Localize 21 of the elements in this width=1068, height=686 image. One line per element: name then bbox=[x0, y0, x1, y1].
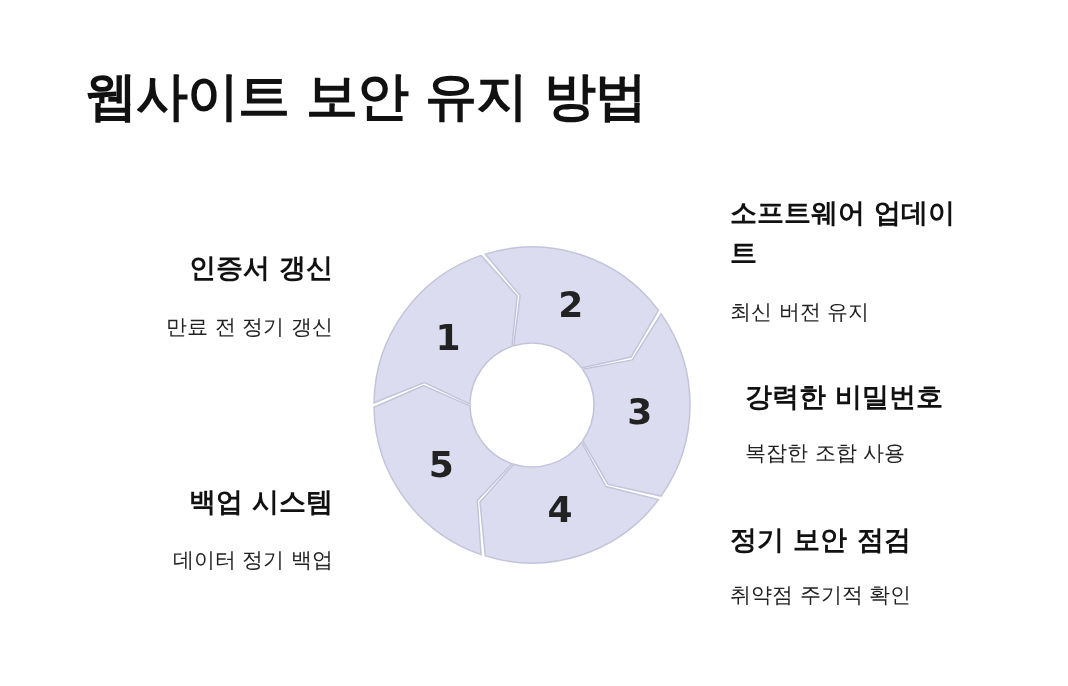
cycle-segment bbox=[581, 313, 691, 497]
step-description: 최신 버전 유지 bbox=[730, 299, 871, 326]
step-heading: 인증서 갱신 bbox=[187, 251, 333, 285]
step-heading: 백업 시스템 bbox=[187, 485, 333, 519]
step-description: 데이터 정기 백업 bbox=[171, 547, 333, 574]
step-number: 1 bbox=[435, 317, 461, 358]
step-number: 5 bbox=[428, 443, 454, 485]
step-description: 취약점 주기적 확인 bbox=[730, 582, 913, 609]
step-heading: 강력한 비밀번호 bbox=[745, 380, 945, 414]
step-number: 3 bbox=[627, 390, 653, 432]
step-number: 4 bbox=[547, 489, 573, 531]
step-description: 복잡한 조합 사용 bbox=[745, 440, 907, 467]
step-heading: 정기 보안 점검 bbox=[730, 523, 912, 557]
cycle-segment bbox=[373, 384, 513, 556]
step-description: 만료 전 정기 갱신 bbox=[164, 314, 333, 341]
title: 웹사이트 보안 유지 방법 bbox=[85, 65, 647, 128]
cycle-segment bbox=[479, 441, 660, 564]
step-heading: 소프트웨어 업데이트 bbox=[730, 196, 957, 270]
step-number: 2 bbox=[558, 284, 584, 326]
cycle-segment bbox=[373, 254, 518, 405]
cycle-segment bbox=[484, 246, 660, 369]
